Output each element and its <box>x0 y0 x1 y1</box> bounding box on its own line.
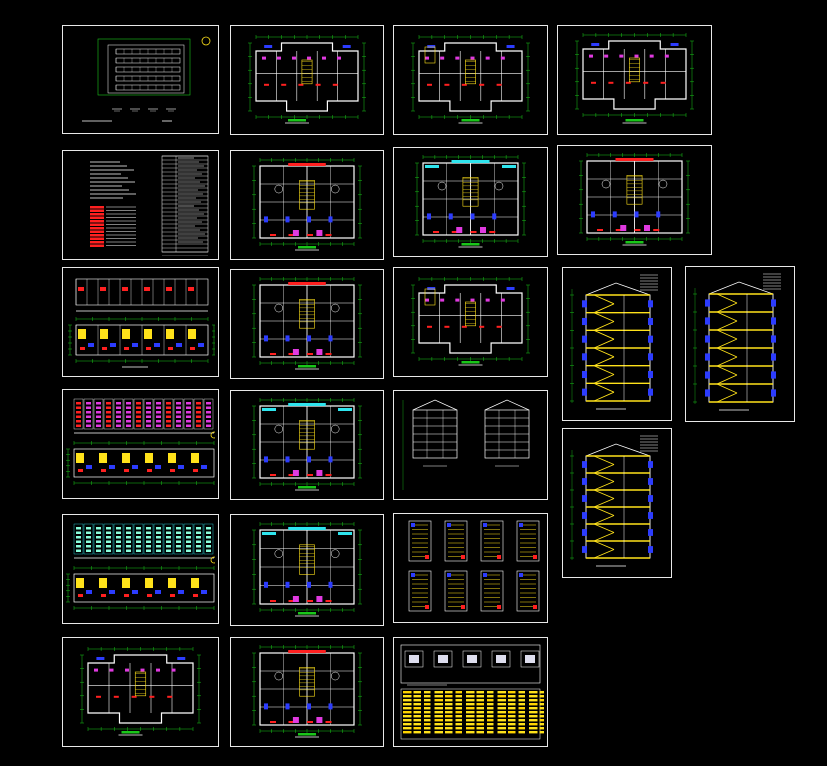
cad-drawing <box>252 522 362 617</box>
cad-drawing <box>252 277 362 370</box>
cad-drawing <box>575 33 694 124</box>
drawing-sheet-facade-elevation-1[interactable] <box>62 389 219 499</box>
drawing-sheet-stair-details[interactable] <box>393 513 548 623</box>
cad-drawing <box>80 647 201 736</box>
drawing-sheet-design-notes[interactable] <box>62 150 219 260</box>
drawing-sheet-floor-plan-5[interactable] <box>62 637 219 747</box>
drawing-sheet-unit-plan-7[interactable] <box>230 637 384 747</box>
drawing-sheet-plan-strip[interactable] <box>62 267 219 377</box>
drawing-sheet-stair-section-2[interactable] <box>685 266 795 422</box>
drawing-sheet-unit-plan-5[interactable] <box>230 390 384 500</box>
drawing-sheet-unit-plan-6[interactable] <box>230 514 384 626</box>
drawing-sheet-stair-section-3[interactable] <box>562 428 672 578</box>
cad-drawing <box>570 435 658 567</box>
drawing-sheet-unit-plan-1[interactable] <box>230 150 384 260</box>
cad-drawing <box>66 523 215 610</box>
cad-drawing <box>400 644 544 740</box>
cad-drawing <box>570 274 658 410</box>
cad-drawing <box>579 153 690 246</box>
drawing-sheet-door-window-schedule[interactable] <box>393 637 548 747</box>
cad-drawing <box>90 155 209 256</box>
drawing-sheet-unit-plan-3[interactable] <box>557 145 712 255</box>
drawing-sheet-unit-plan-4[interactable] <box>230 269 384 379</box>
cad-drawing <box>252 158 362 251</box>
cad-drawing <box>402 399 530 490</box>
cad-drawing <box>82 36 211 122</box>
cad-drawing <box>248 35 366 124</box>
cad-drawing <box>408 520 540 612</box>
drawing-sheet-site-plan[interactable] <box>62 25 219 134</box>
cad-drawing <box>415 155 526 248</box>
drawing-sheet-unit-plan-2[interactable] <box>393 147 548 257</box>
drawing-sheet-floor-plan-1[interactable] <box>230 25 384 135</box>
cad-drawing <box>411 35 530 124</box>
drawing-sheet-building-sections[interactable] <box>393 390 548 500</box>
drawing-sheet-floor-plan-4[interactable] <box>393 267 548 377</box>
cad-drawing <box>252 398 362 491</box>
cad-drawing <box>66 398 215 485</box>
cad-drawing <box>693 273 781 411</box>
cad-drawing <box>68 278 215 368</box>
drawing-sheet-stair-section-1[interactable] <box>562 267 672 421</box>
cad-drawing <box>252 645 362 738</box>
drawing-sheet-facade-elevation-2[interactable] <box>62 514 219 624</box>
drawing-sheet-floor-plan-2[interactable] <box>393 25 548 135</box>
cad-drawing <box>411 277 530 366</box>
drawing-sheet-floor-plan-3[interactable] <box>557 25 712 135</box>
